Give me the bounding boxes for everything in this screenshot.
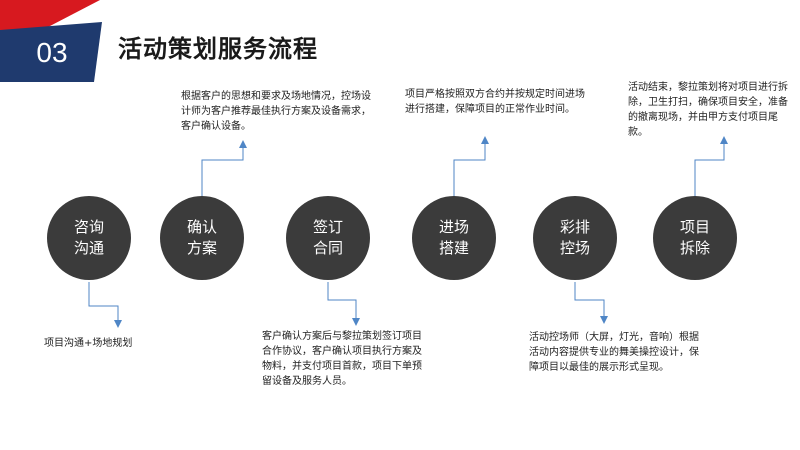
step-dismantle: 项目 拆除	[653, 196, 737, 280]
connector-step-6	[694, 136, 728, 196]
connector-step-3	[327, 282, 360, 326]
slide-number-badge: 03	[0, 0, 102, 82]
connector-step-4	[453, 136, 489, 196]
step-1-description: 项目沟通+场地规划	[44, 338, 133, 349]
step-sign-contract: 签订 合同	[286, 196, 370, 280]
step-3-description: 客户确认方案后与黎拉策划签订项目合作协议，客户确认项目执行方案及物料，并支付项目…	[262, 331, 422, 387]
page-title: 活动策划服务流程	[118, 35, 318, 63]
step-4-description: 项目严格按照双方合约并按规定时间进场进行搭建，保障项目的正常作业时间。	[405, 89, 585, 115]
connector-step-1	[88, 282, 122, 328]
slide-number: 03	[36, 37, 67, 68]
connector-step-2	[201, 140, 247, 196]
step-rehearsal-control: 彩排 控场	[533, 196, 617, 280]
step-onsite-build: 进场 搭建	[412, 196, 496, 280]
step-6-description: 活动结束，黎拉策划将对项目进行拆除，卫生打扫，确保项目安全，准备的撤离现场，并由…	[628, 82, 788, 138]
connector-step-5	[574, 282, 608, 324]
step-5-description: 活动控场师（大屏，灯光，音响）根据活动内容提供专业的舞美操控设计，保障项目以最佳…	[529, 332, 699, 373]
step-2-description: 根据客户的思想和要求及场地情况，控场设计师为客户推荐最佳执行方案及设备需求，客户…	[181, 91, 371, 132]
step-consult: 咨询 沟通	[47, 196, 131, 280]
step-confirm-plan: 确认 方案	[160, 196, 244, 280]
